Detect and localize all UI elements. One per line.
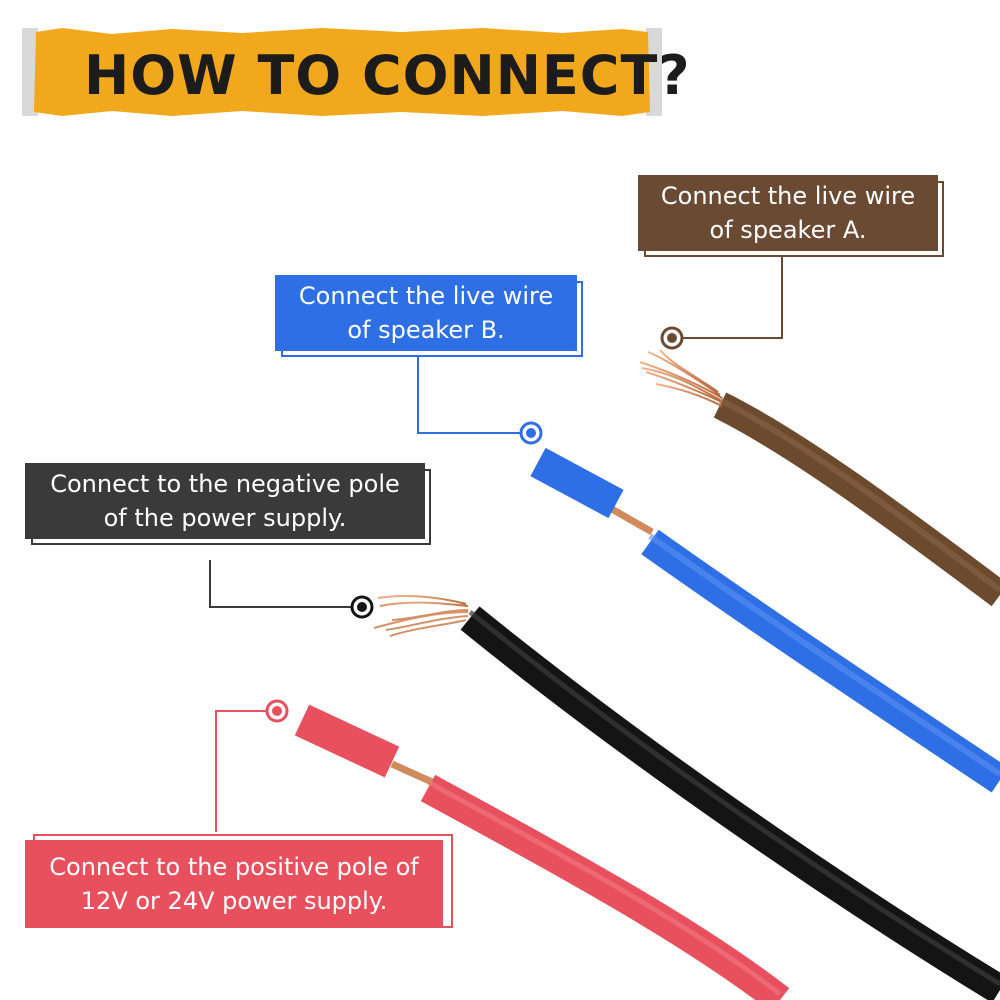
callout-box: Connect to the negative pole of the powe…	[25, 463, 425, 539]
callout-positive-pole: Connect to the positive pole of 12V or 2…	[25, 834, 453, 928]
callout-speaker-a: Connect the live wire of speaker A.	[638, 175, 944, 257]
callout-text-line-1: Connect to the negative pole	[50, 470, 400, 498]
callout-text-line-1: Connect the live wire	[660, 182, 916, 210]
red-wire	[294, 704, 790, 1000]
header-banner: HOW TO CONNECT?	[22, 26, 690, 118]
brown-wire-strands	[639, 349, 723, 407]
brown-wire	[639, 349, 1000, 607]
leader-line-positive	[215, 710, 277, 832]
black-wire-strands	[373, 595, 469, 637]
callout-speaker-b: Connect the live wire of speaker B.	[275, 275, 583, 357]
callout-box: Connect to the positive pole of 12V or 2…	[25, 840, 443, 928]
callout-box: Connect the live wire of speaker A.	[638, 175, 938, 251]
callout-text-line-2: of speaker A.	[709, 216, 867, 244]
torn-tape-background	[22, 28, 662, 116]
leader-line-negative	[209, 560, 362, 608]
callout-text-line-2: of speaker B.	[347, 316, 505, 344]
pointer-dot-positive	[265, 699, 289, 723]
callout-text-line-1: Connect to the positive pole of	[49, 853, 419, 881]
leader-line-speaker-b	[417, 356, 530, 434]
pointer-dot-speaker-b	[519, 421, 543, 445]
pointer-dot-speaker-a	[660, 326, 684, 350]
page-title: HOW TO CONNECT?	[84, 44, 691, 107]
pointer-dot-negative	[350, 595, 374, 619]
callout-text-line-2: of the power supply.	[103, 504, 347, 532]
callout-negative-pole: Connect to the negative pole of the powe…	[25, 463, 431, 545]
black-wire	[373, 595, 1000, 1000]
blue-wire	[530, 447, 1000, 793]
leader-line-speaker-a	[672, 256, 783, 339]
callout-text-line-2: 12V or 24V power supply.	[80, 887, 388, 915]
callout-box: Connect the live wire of speaker B.	[275, 275, 577, 351]
callout-text-line-1: Connect the live wire	[298, 282, 554, 310]
